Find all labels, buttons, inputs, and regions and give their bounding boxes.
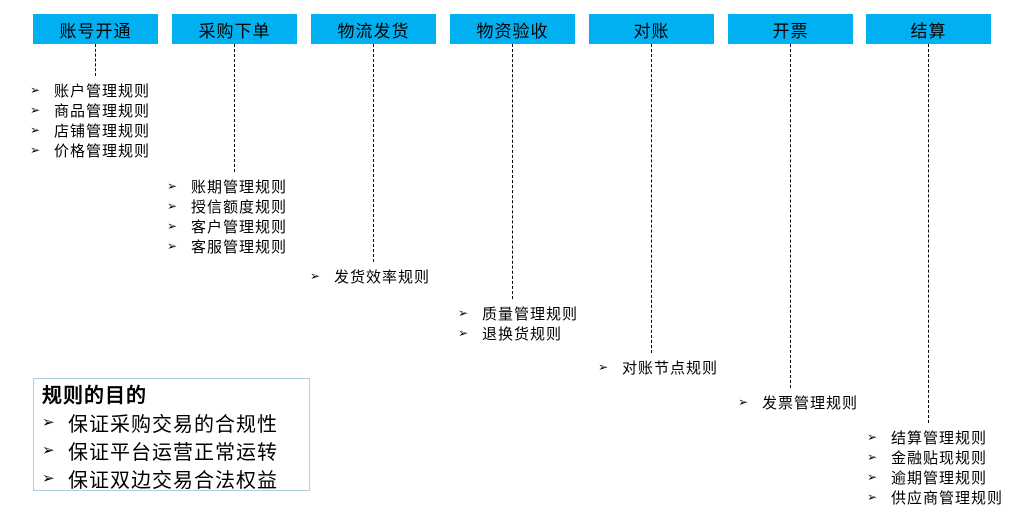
arrow-bullet-icon: ➢ (867, 490, 879, 504)
arrow-bullet-icon: ➢ (167, 219, 179, 233)
arrow-bullet-icon: ➢ (167, 199, 179, 213)
rule-list: ➢ 发货效率规则 (310, 266, 430, 286)
rule-item: ➢ 对账节点规则 (598, 357, 718, 377)
rule-item: ➢ 客户管理规则 (167, 216, 287, 236)
stage-connector-line (373, 44, 374, 262)
rule-item: ➢ 发票管理规则 (738, 392, 858, 412)
rule-item: ➢ 商品管理规则 (30, 100, 150, 120)
purpose-box: 规则的目的 ➢ 保证采购交易的合规性 ➢ 保证平台运营正常运转 ➢ 保证双边交易… (33, 378, 310, 492)
rule-label: 对账节点规则 (622, 359, 719, 377)
rule-item: ➢ 发货效率规则 (310, 266, 430, 286)
stage-header: 物流发货 (311, 14, 436, 44)
stage-header: 物资验收 (450, 14, 575, 44)
purpose-title: 规则的目的 (42, 385, 147, 407)
rule-label: 客户管理规则 (191, 218, 288, 236)
arrow-bullet-icon: ➢ (458, 306, 470, 320)
rule-item: ➢ 授信额度规则 (167, 196, 287, 216)
rule-label: 质量管理规则 (482, 305, 579, 323)
rule-item: ➢ 店铺管理规则 (30, 120, 150, 140)
rule-list: ➢ 质量管理规则 ➢ 退换货规则 (458, 303, 578, 343)
rule-label: 店铺管理规则 (54, 122, 151, 140)
rule-item: ➢ 逾期管理规则 (867, 467, 1003, 487)
rule-label: 逾期管理规则 (891, 469, 988, 487)
purpose-item-label: 保证平台运营正常运转 (68, 441, 278, 464)
arrow-bullet-icon: ➢ (458, 326, 470, 340)
arrow-bullet-icon: ➢ (42, 470, 56, 487)
stage-connector-line (651, 44, 652, 353)
arrow-bullet-icon: ➢ (30, 143, 42, 157)
arrow-bullet-icon: ➢ (167, 179, 179, 193)
stage-header: 对账 (589, 14, 714, 44)
rule-label: 供应商管理规则 (891, 489, 1004, 507)
stage-connector-line (790, 44, 791, 388)
arrow-bullet-icon: ➢ (30, 103, 42, 117)
arrow-bullet-icon: ➢ (867, 450, 879, 464)
rule-label: 账期管理规则 (191, 178, 288, 196)
rule-list: ➢ 账户管理规则 ➢ 商品管理规则 ➢ 店铺管理规则 ➢ 价格管理规则 (30, 80, 150, 160)
rule-label: 发货效率规则 (334, 268, 431, 286)
rule-label: 金融贴现规则 (891, 449, 988, 467)
arrow-bullet-icon: ➢ (598, 360, 610, 374)
arrow-bullet-icon: ➢ (167, 239, 179, 253)
stage-connector-line (234, 44, 235, 172)
arrow-bullet-icon: ➢ (310, 269, 322, 283)
stage-header: 采购下单 (172, 14, 297, 44)
purpose-item: ➢ 保证双边交易合法权益 (42, 464, 301, 492)
rule-list: ➢ 对账节点规则 (598, 357, 718, 377)
stage-connector-line (512, 44, 513, 299)
rule-item: ➢ 退换货规则 (458, 323, 578, 343)
stage-connector-line (928, 44, 929, 423)
rule-item: ➢ 账期管理规则 (167, 176, 287, 196)
rule-item: ➢ 质量管理规则 (458, 303, 578, 323)
rule-item: ➢ 结算管理规则 (867, 427, 1003, 447)
purpose-item-label: 保证采购交易的合规性 (68, 413, 278, 436)
stage-header: 结算 (866, 14, 991, 44)
rule-list: ➢ 发票管理规则 (738, 392, 858, 412)
rule-label: 授信额度规则 (191, 198, 288, 216)
rule-label: 商品管理规则 (54, 102, 151, 120)
rule-label: 客服管理规则 (191, 238, 288, 256)
rule-list: ➢ 账期管理规则 ➢ 授信额度规则 ➢ 客户管理规则 ➢ 客服管理规则 (167, 176, 287, 256)
rule-item: ➢ 账户管理规则 (30, 80, 150, 100)
rule-label: 账户管理规则 (54, 82, 151, 100)
rule-item: ➢ 价格管理规则 (30, 140, 150, 160)
arrow-bullet-icon: ➢ (867, 430, 879, 444)
arrow-bullet-icon: ➢ (42, 442, 56, 459)
purpose-item: ➢ 保证平台运营正常运转 (42, 436, 301, 464)
arrow-bullet-icon: ➢ (30, 83, 42, 97)
rule-item: ➢ 客服管理规则 (167, 236, 287, 256)
rule-label: 结算管理规则 (891, 429, 988, 447)
stage-header: 账号开通 (33, 14, 158, 44)
arrow-bullet-icon: ➢ (867, 470, 879, 484)
arrow-bullet-icon: ➢ (30, 123, 42, 137)
arrow-bullet-icon: ➢ (42, 414, 56, 431)
rule-label: 退换货规则 (482, 325, 563, 343)
purpose-item-label: 保证双边交易合法权益 (68, 469, 278, 492)
purpose-item: ➢ 保证采购交易的合规性 (42, 408, 301, 436)
rule-list: ➢ 结算管理规则 ➢ 金融贴现规则 ➢ 逾期管理规则 ➢ 供应商管理规则 (867, 427, 1003, 507)
arrow-bullet-icon: ➢ (738, 395, 750, 409)
rule-label: 发票管理规则 (762, 394, 859, 412)
stage-header: 开票 (728, 14, 853, 44)
rule-item: ➢ 金融贴现规则 (867, 447, 1003, 467)
stage-connector-line (95, 44, 96, 76)
rule-item: ➢ 供应商管理规则 (867, 487, 1003, 507)
rule-label: 价格管理规则 (54, 142, 151, 160)
